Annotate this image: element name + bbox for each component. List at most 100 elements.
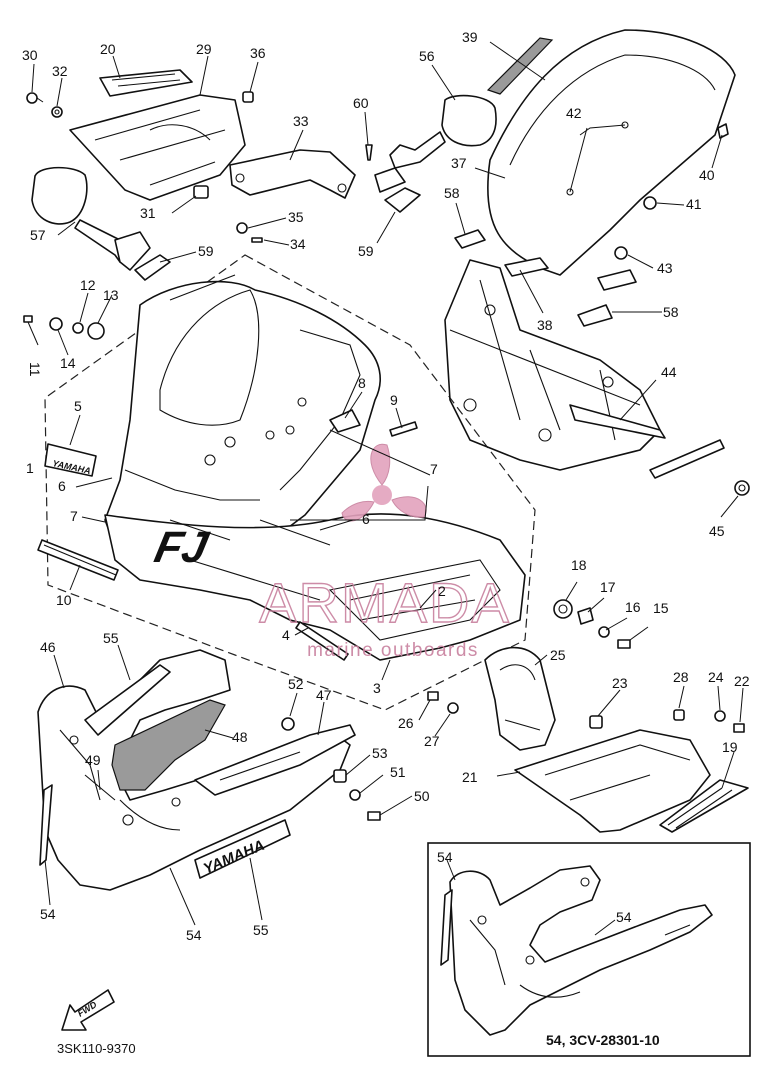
callout-30: 30 bbox=[22, 47, 38, 63]
callout-55-top: 55 bbox=[103, 630, 119, 646]
callout-59-left: 59 bbox=[198, 243, 214, 259]
callout-22: 22 bbox=[734, 673, 750, 689]
callout-17: 17 bbox=[600, 579, 616, 595]
callout-13: 13 bbox=[103, 287, 119, 303]
bracket-8-shape bbox=[329, 409, 361, 433]
callout-40: 40 bbox=[699, 167, 715, 183]
upper-cowling-shape bbox=[104, 274, 381, 581]
callout-54-bottom: 54 bbox=[186, 927, 202, 943]
panel-48-shape bbox=[111, 699, 226, 791]
callout-53: 53 bbox=[372, 745, 388, 761]
screw-22-shape bbox=[733, 723, 745, 733]
collar-17-shape bbox=[577, 607, 594, 625]
grommet-13-shape bbox=[87, 322, 105, 340]
screw-50-shape bbox=[367, 811, 381, 821]
screw-30-shape bbox=[26, 92, 44, 104]
under-cover-21-shape bbox=[514, 729, 711, 833]
callout-23: 23 bbox=[612, 675, 628, 691]
inner-panel-29-shape bbox=[69, 94, 246, 201]
spacer-38a-shape bbox=[504, 257, 549, 277]
spacer-38b-shape bbox=[597, 269, 637, 291]
plate-58a-shape bbox=[454, 229, 486, 249]
screw-15-shape bbox=[617, 639, 631, 649]
callout-46: 46 bbox=[40, 639, 56, 655]
collar-12-shape bbox=[72, 322, 84, 334]
inset-lower-cowling-shape bbox=[440, 865, 713, 1036]
plate-58b-shape bbox=[577, 304, 613, 327]
callout-54-left: 54 bbox=[40, 906, 56, 922]
nut-41-shape bbox=[643, 196, 657, 210]
callout-16: 16 bbox=[625, 599, 641, 615]
callout-28: 28 bbox=[673, 669, 689, 685]
frame-stay-44-shape bbox=[444, 259, 725, 479]
strip-4-shape bbox=[295, 621, 349, 661]
callout-1: 1 bbox=[26, 460, 34, 476]
washer-35-shape bbox=[236, 222, 248, 234]
callout-47: 47 bbox=[316, 687, 332, 703]
stay-33-shape bbox=[229, 149, 356, 199]
screw-11-shape bbox=[23, 315, 33, 323]
callout-38: 38 bbox=[537, 317, 553, 333]
clip-31-shape bbox=[193, 185, 209, 199]
callout-44: 44 bbox=[661, 364, 677, 380]
callout-11: 11 bbox=[27, 362, 43, 377]
callout-60: 60 bbox=[353, 95, 369, 111]
bolt-45-shape bbox=[734, 480, 750, 496]
screw-26-shape bbox=[427, 691, 439, 701]
callout-55-bottom: 55 bbox=[253, 922, 269, 938]
inset-caption: 54, 3CV-28301-10 bbox=[546, 1032, 660, 1048]
clip-40-shape bbox=[717, 123, 729, 139]
callout-labels: 30 32 20 29 36 33 60 56 39 37 42 40 41 3… bbox=[22, 29, 750, 943]
strip-54-shape bbox=[39, 784, 53, 866]
mirror-right-shape bbox=[374, 94, 497, 193]
callout-19: 19 bbox=[722, 739, 738, 755]
callout-51: 51 bbox=[390, 764, 406, 780]
armada-watermark: ARMADA marine outboards bbox=[259, 443, 511, 661]
clip-28-shape bbox=[673, 709, 685, 721]
callout-9: 9 bbox=[390, 392, 398, 408]
callout-14: 14 bbox=[60, 355, 76, 371]
windscreen-37-shape bbox=[487, 29, 736, 276]
callout-42: 42 bbox=[566, 105, 582, 121]
callout-29: 29 bbox=[196, 41, 212, 57]
collar-53-shape bbox=[333, 769, 347, 783]
fwd-arrow-icon: FWD bbox=[61, 989, 115, 1031]
callout-54-inset-left: 54 bbox=[437, 849, 453, 865]
screw-9-shape bbox=[389, 421, 418, 437]
callout-33: 33 bbox=[293, 113, 309, 129]
callout-50: 50 bbox=[414, 788, 430, 804]
callout-39: 39 bbox=[462, 29, 478, 45]
callout-34: 34 bbox=[290, 236, 306, 252]
footer-code: 3SK110-9370 bbox=[57, 1041, 136, 1056]
callout-43: 43 bbox=[657, 260, 673, 276]
callout-31: 31 bbox=[140, 205, 156, 221]
callout-41: 41 bbox=[686, 196, 702, 212]
callout-21: 21 bbox=[462, 769, 478, 785]
callout-7-right: 7 bbox=[430, 461, 438, 477]
callout-54-inset-right: 54 bbox=[616, 909, 632, 925]
callout-52: 52 bbox=[288, 676, 304, 692]
gasket-59-right-shape bbox=[384, 187, 421, 213]
grommet-52-shape bbox=[281, 717, 295, 731]
yamaha-decal-5: YAMAHA bbox=[44, 443, 97, 477]
callout-56: 56 bbox=[419, 48, 435, 64]
callout-8: 8 bbox=[358, 375, 366, 391]
callout-26: 26 bbox=[398, 715, 414, 731]
watermark-brand: ARMADA bbox=[259, 571, 511, 634]
callout-7-left: 7 bbox=[70, 508, 78, 524]
callout-45: 45 bbox=[709, 523, 725, 539]
callout-27: 27 bbox=[424, 733, 440, 749]
callout-5: 5 bbox=[74, 398, 82, 414]
screw-34-shape bbox=[251, 237, 263, 243]
grommet-36-shape bbox=[242, 91, 254, 103]
strip-19-shape bbox=[659, 779, 749, 833]
strip-10-shape bbox=[37, 539, 119, 581]
callout-25: 25 bbox=[550, 647, 566, 663]
nut-43-shape bbox=[614, 246, 628, 260]
callout-37: 37 bbox=[451, 155, 467, 171]
callout-6-right: 6 bbox=[362, 511, 370, 527]
callout-57: 57 bbox=[30, 227, 46, 243]
callout-10: 10 bbox=[56, 592, 72, 608]
callout-12: 12 bbox=[80, 277, 96, 293]
